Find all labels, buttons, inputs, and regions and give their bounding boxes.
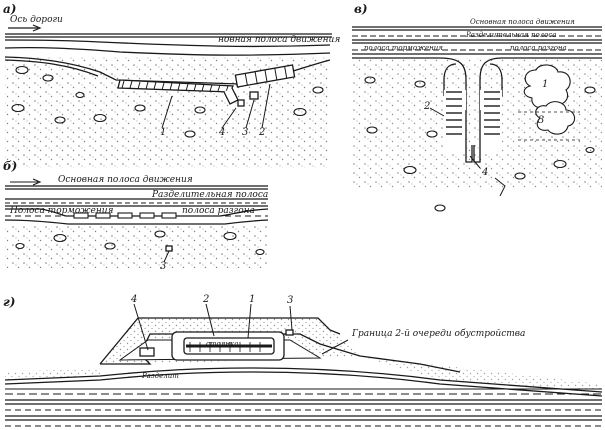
callout-v-4: 4 [482, 167, 489, 178]
panel-label-a: а) [3, 2, 17, 16]
road-axis-label: Ось дороги [10, 15, 63, 25]
callout-g-1: 1 [249, 294, 256, 305]
panel-label-v: в) [354, 2, 368, 16]
accel-lane-label-v: полоса разгона [510, 44, 567, 52]
main-lane-label-b: Основная полоса движения [58, 175, 193, 185]
panel-label-g: г) [3, 295, 16, 309]
callout-a-1: 1 [160, 127, 167, 138]
callout-a-2: 2 [259, 127, 266, 138]
panel-a-drawing [4, 24, 332, 168]
callout-g-2: 2 [203, 294, 210, 305]
callout-b-3: 3 [160, 261, 167, 272]
callout-v-3: 3 [538, 115, 545, 126]
panel-v-drawing [352, 26, 602, 212]
boundary-label-g: Граница 2-й очереди обустройства [352, 329, 526, 339]
parking-label-g: стоянка [206, 340, 239, 348]
callout-a-3: 3 [242, 127, 249, 138]
callout-v-2: 2 [424, 101, 431, 112]
divider-label-b: Разделительная полоса [152, 190, 269, 200]
panel-b-drawing [4, 178, 269, 268]
callout-g-3: 3 [287, 295, 294, 306]
callout-g-4: 4 [131, 294, 138, 305]
panel-label-b: б) [3, 159, 18, 173]
main-lane-label-a: новная полоса движения [218, 35, 341, 45]
callout-a-4: 4 [219, 127, 226, 138]
panel-g-drawing [4, 303, 603, 427]
accel-lane-label-b: полоса разгона [182, 206, 255, 216]
decel-lane-label-v: полоса торможения [364, 44, 443, 52]
callout-v-1: 1 [542, 79, 549, 90]
divider-label-g: Разделит [142, 372, 179, 380]
divider-label-v: Разделительная полоса [466, 31, 557, 39]
main-lane-label-v: Основная полоса движения [470, 18, 575, 26]
decel-lane-label-b: Полоса торможения [10, 206, 114, 216]
